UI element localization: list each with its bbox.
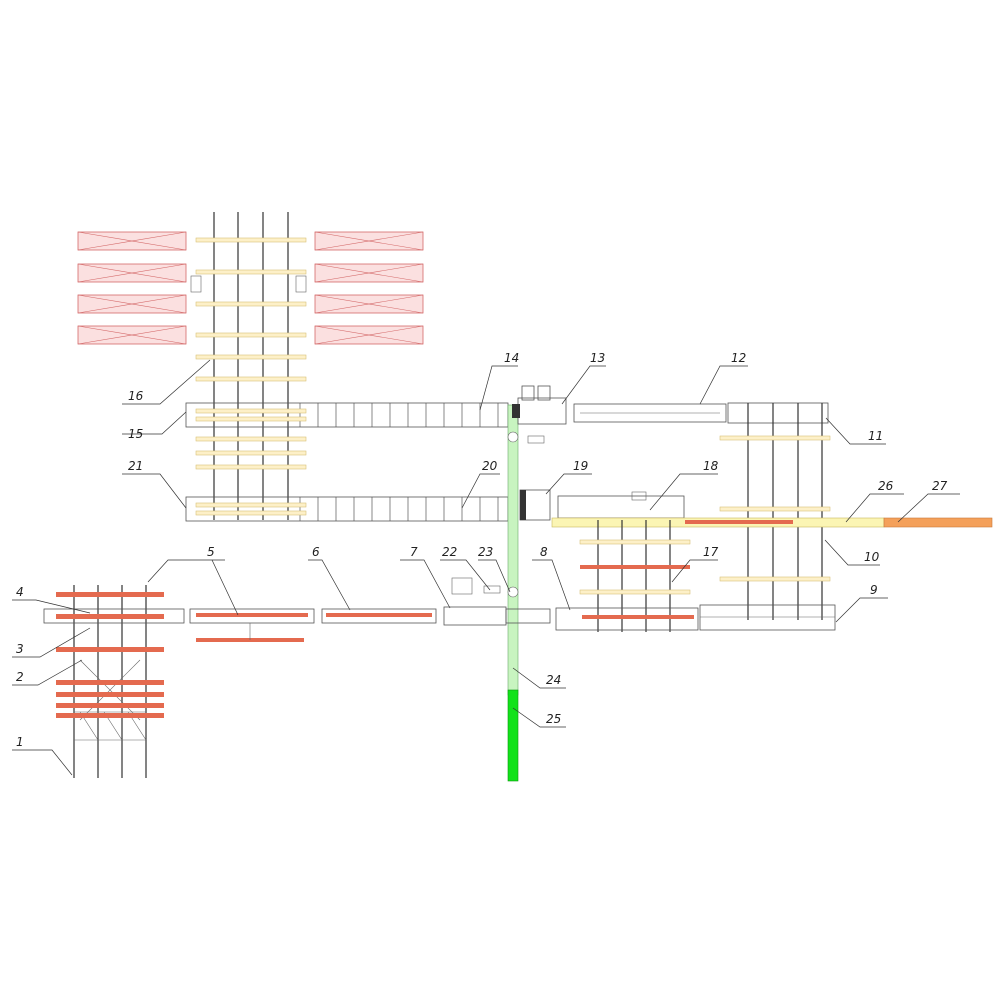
callout-20: 20 — [482, 459, 498, 473]
callout-22: 22 — [442, 545, 457, 559]
conveyor-12 — [573, 403, 727, 423]
callout-3: 3 — [16, 642, 24, 656]
crossbar — [195, 436, 307, 442]
conveyor-5 — [43, 608, 315, 642]
lower-left-transfer — [56, 585, 164, 778]
callout-12: 12 — [731, 351, 746, 365]
callout-25: 25 — [546, 712, 561, 726]
salmon-board — [56, 692, 164, 697]
callout-2: 2 — [16, 670, 24, 684]
conveyor-15-rollers — [195, 403, 499, 427]
conveyor-25-zone — [507, 689, 519, 782]
crossbar — [195, 332, 307, 338]
storage-bay-cross — [77, 325, 187, 345]
callout-9: 9 — [870, 583, 878, 597]
crossbar — [195, 376, 307, 382]
storage-bay-cross — [77, 263, 187, 283]
crossbar — [195, 408, 307, 414]
storage-bay-cross — [77, 294, 187, 314]
green-conveyor — [507, 404, 519, 782]
crossbar — [195, 354, 307, 360]
callout-27: 27 — [932, 479, 948, 493]
callout-19: 19 — [573, 459, 588, 473]
salmon-board — [56, 592, 164, 597]
lower-crossbars — [56, 592, 164, 718]
machine-13 — [512, 385, 567, 444]
callout-24: 24 — [546, 673, 561, 687]
callout-11: 11 — [868, 429, 883, 443]
conveyor-21-rollers — [195, 497, 499, 521]
callout-13: 13 — [590, 351, 605, 365]
salmon-board — [56, 614, 164, 619]
transfer-17 — [555, 520, 699, 632]
crossbar — [195, 237, 307, 243]
callout-17: 17 — [703, 545, 719, 559]
callout-7: 7 — [410, 545, 418, 559]
callout-4: 4 — [16, 585, 24, 599]
storage-bay-cross — [314, 231, 424, 251]
storage-bay-cross — [314, 294, 424, 314]
salmon-board — [56, 680, 164, 685]
salmon-board — [56, 703, 164, 708]
callout-14: 14 — [504, 351, 519, 365]
callout-10: 10 — [864, 550, 880, 564]
transfer-10-11 — [699, 402, 836, 631]
callout-16: 16 — [128, 389, 144, 403]
output-zone — [551, 517, 993, 528]
storage-area-group — [77, 231, 424, 345]
upper-transfer — [190, 212, 307, 520]
callout-leaders — [12, 359, 960, 776]
callout-6: 6 — [312, 545, 320, 559]
crossbar — [195, 450, 307, 456]
crossbar — [195, 416, 307, 422]
conveyor-15 — [185, 402, 509, 428]
zone-27 — [883, 517, 993, 528]
conveyor-24-zone — [507, 404, 519, 696]
upper-crossbars — [195, 237, 307, 470]
salmon-board — [56, 713, 164, 718]
crossbar — [195, 269, 307, 275]
crossbar — [195, 510, 307, 516]
crossbar — [195, 301, 307, 307]
salmon-board — [56, 647, 164, 652]
callout-21: 21 — [128, 459, 143, 473]
crossbar — [195, 464, 307, 470]
callout-18: 18 — [703, 459, 719, 473]
crossbar — [195, 502, 307, 508]
conveyor-6 — [321, 608, 437, 624]
callout-1: 1 — [16, 735, 24, 749]
machine-7 — [443, 577, 551, 626]
callout-15: 15 — [128, 427, 143, 441]
storage-bay-cross — [314, 325, 424, 345]
conveyor-21 — [185, 496, 509, 522]
storage-bay-cross — [77, 231, 187, 251]
callout-labels: 1 2 3 4 5 6 7 8 9 10 11 12 13 14 15 16 1… — [16, 351, 948, 749]
callout-8: 8 — [540, 545, 548, 559]
callout-5: 5 — [207, 545, 215, 559]
callout-26: 26 — [878, 479, 894, 493]
machine-19 — [519, 489, 685, 521]
callout-23: 23 — [478, 545, 493, 559]
storage-bay-cross — [314, 263, 424, 283]
